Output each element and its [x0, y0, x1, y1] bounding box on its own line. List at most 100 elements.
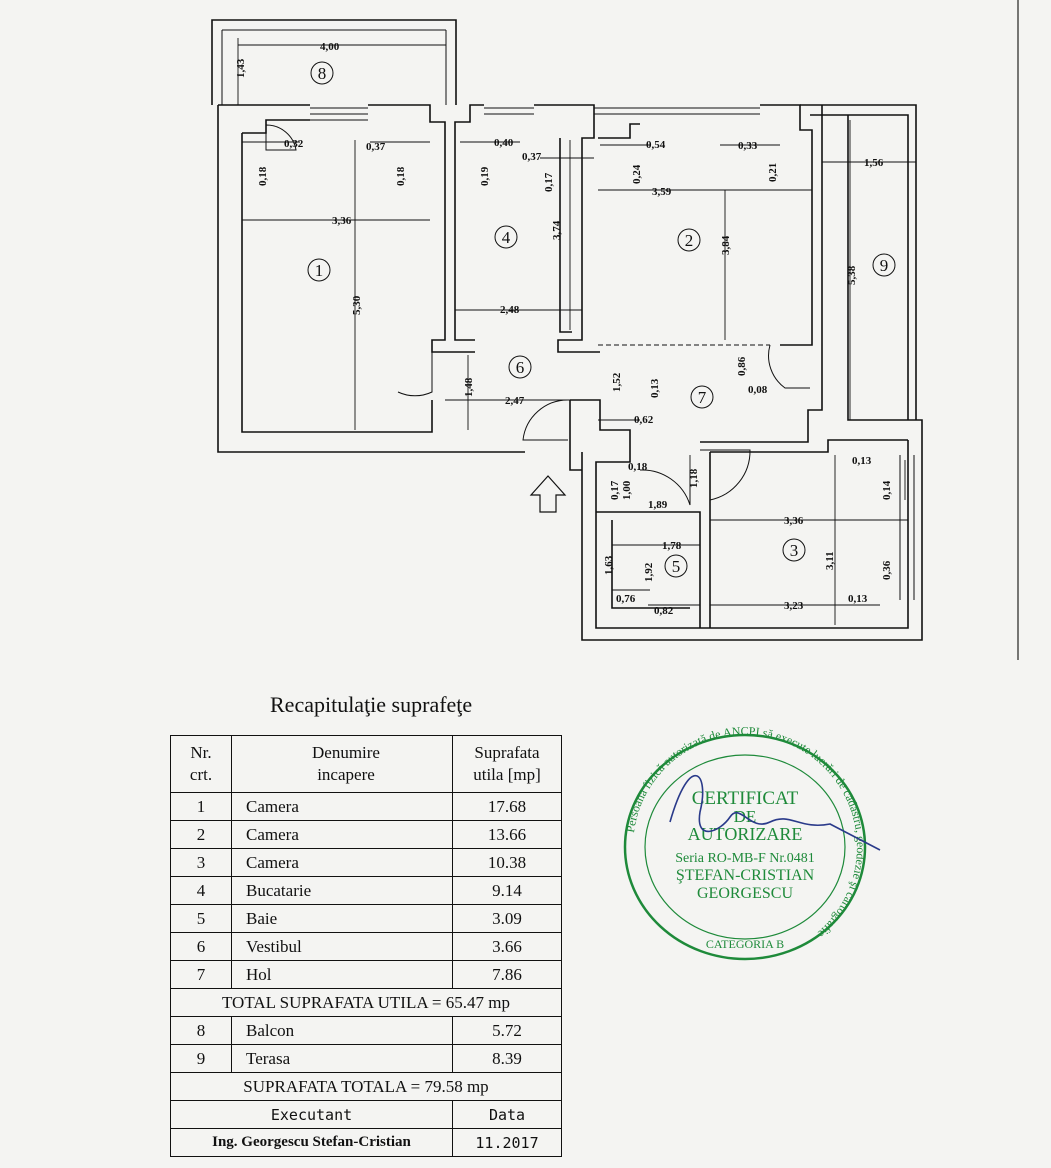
cell-nr: 5 — [170, 904, 232, 933]
dim-label: 0,14 — [881, 480, 893, 500]
dim-label: 0,13 — [852, 455, 872, 467]
dim-label: 1,48 — [463, 377, 475, 397]
executant-label: Executant — [170, 1100, 453, 1129]
executant-name: Ing. Georgescu Stefan-Cristian — [170, 1128, 453, 1157]
room-marker-4: 4 — [494, 225, 518, 249]
dim-balcony-width: 4,00 — [320, 41, 340, 53]
total-cell: SUPRAFATA TOTALA = 79.58 mp — [170, 1072, 562, 1101]
dim-label: 1,89 — [648, 499, 668, 511]
stamp-category: CATEGORIA B — [706, 937, 784, 951]
dim-room3-width: 3,36 — [784, 515, 804, 527]
dim-label: 0,18 — [257, 166, 269, 186]
dim-label: 0,82 — [654, 605, 674, 617]
header-name-text: Denumire incapere — [312, 743, 380, 784]
total-useful-row: TOTAL SUPRAFATA UTILA = 65.47 mp — [170, 988, 562, 1017]
dim-label: 1,18 — [688, 468, 700, 488]
dim-label: 0,54 — [646, 139, 666, 151]
dimension-labels: 4,00 0,32 0,37 0,40 0,37 0,54 0,33 1,56 … — [235, 41, 893, 617]
cell-name: Camera — [231, 820, 453, 849]
room-marker-5: 5 — [664, 554, 688, 578]
cell-name: Baie — [231, 904, 453, 933]
cell-nr: 1 — [170, 792, 232, 821]
cell-name: Hol — [231, 960, 453, 989]
dim-label: 0,62 — [634, 414, 654, 426]
cell-area: 13.66 — [452, 820, 562, 849]
cell-name: Bucatarie — [231, 876, 453, 905]
dim-label: 0,13 — [848, 593, 868, 605]
cell-name: Vestibul — [231, 932, 453, 961]
dim-label: 0,40 — [494, 137, 514, 149]
cell-area: 3.09 — [452, 904, 562, 933]
cell-name: Camera — [231, 792, 453, 821]
cell-nr: 9 — [170, 1044, 232, 1073]
cell-area: 3.66 — [452, 932, 562, 961]
room-marker-3: 3 — [782, 538, 806, 562]
entrance-arrow-icon — [529, 475, 567, 513]
dim-label: 0,36 — [881, 560, 893, 580]
svg-text:8: 8 — [318, 64, 327, 83]
cell-area: 7.86 — [452, 960, 562, 989]
cell-name: Camera — [231, 848, 453, 877]
total-row: SUPRAFATA TOTALA = 79.58 mp — [170, 1072, 562, 1101]
room-marker-9: 9 — [872, 253, 896, 277]
dim-label: 0,86 — [736, 356, 748, 376]
dim-room4-length: 3,74 — [551, 220, 563, 240]
dim-room1-length: 5,30 — [351, 295, 363, 315]
dim-room3-length: 3,11 — [824, 551, 836, 570]
dim-terrace-length: 5,38 — [846, 265, 858, 285]
cell-name: Balcon — [231, 1016, 453, 1045]
cell-area: 5.72 — [452, 1016, 562, 1045]
dim-label: 0,18 — [395, 166, 407, 186]
svg-text:4: 4 — [502, 228, 511, 247]
room-marker-1: 1 — [307, 258, 331, 282]
summary-title: Recapitulaţie suprafeţe — [270, 692, 473, 717]
dim-label: 1,78 — [662, 540, 682, 552]
authorization-stamp: Persoana fizică autorizată de ANCPI să e… — [623, 724, 881, 961]
room-marker-2: 2 — [677, 228, 701, 252]
svg-text:3: 3 — [790, 541, 799, 560]
dim-room1-width: 3,36 — [332, 215, 352, 227]
header-nr-text: Nr. crt. — [189, 743, 213, 784]
date-label: Data — [452, 1100, 562, 1129]
dim-label: 1,56 — [864, 157, 884, 169]
svg-text:6: 6 — [516, 358, 525, 377]
svg-text:9: 9 — [880, 256, 889, 275]
stamp-line5: ŞTEFAN-CRISTIAN — [676, 867, 815, 884]
cell-nr: 3 — [170, 848, 232, 877]
header-area-text: Suprafata utila [mp] — [473, 743, 541, 784]
dim-label: 2,47 — [505, 395, 525, 407]
header-area: Suprafata utila [mp] — [452, 735, 562, 793]
cell-nr: 8 — [170, 1016, 232, 1045]
cell-area: 8.39 — [452, 1044, 562, 1073]
room-marker-8: 8 — [310, 61, 334, 85]
dim-room2-length: 3,84 — [720, 235, 732, 255]
dim-label: 0,17 — [543, 172, 555, 192]
dim-label: 0,13 — [649, 378, 661, 398]
doors — [265, 124, 810, 506]
date-value: 11.2017 — [452, 1128, 562, 1157]
svg-text:2: 2 — [685, 231, 694, 250]
floor-plan: 4,00 0,32 0,37 0,40 0,37 0,54 0,33 1,56 … — [211, 0, 1019, 660]
dim-label: 0,37 — [366, 141, 386, 153]
svg-text:7: 7 — [698, 388, 707, 407]
cell-nr: 2 — [170, 820, 232, 849]
cell-nr: 7 — [170, 960, 232, 989]
table-header-row: Nr. crt. Denumire incapere Suprafata uti… — [170, 735, 562, 793]
header-nr: Nr. crt. — [170, 735, 232, 793]
room-markers: 8 1 4 2 9 6 7 3 5 — [307, 61, 896, 578]
stamp-line3: AUTORIZARE — [688, 824, 803, 844]
dimension-lines — [237, 38, 916, 625]
dim-label: 0,32 — [284, 138, 304, 150]
dim-label: 0,18 — [628, 461, 648, 473]
area-summary-table: Nr. crt. Denumire incapere Suprafata uti… — [170, 735, 562, 1157]
cell-area: 17.68 — [452, 792, 562, 821]
cell-area: 10.38 — [452, 848, 562, 877]
dim-room4-width: 2,48 — [500, 304, 520, 316]
balcony-outline — [211, 19, 457, 105]
